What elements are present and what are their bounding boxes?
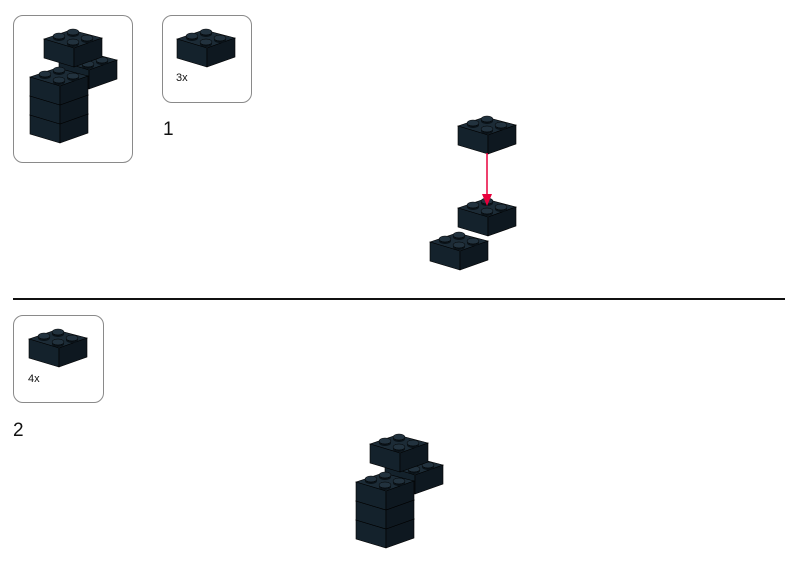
brick-right-face [385,480,415,511]
step1-new-brick [457,115,518,155]
brick-right-face [59,75,89,106]
stud [51,328,65,336]
step1-base-brick [429,231,490,271]
step-divider [13,298,785,300]
step1-part-count: 3x [176,72,188,84]
stud [66,38,80,46]
brick-2x2 [369,433,430,473]
stud [52,66,66,74]
stud [185,32,199,40]
stud [378,481,392,489]
step2-part-count: 4x [28,373,40,385]
stud [80,34,94,42]
stud [480,207,494,215]
stud [378,437,392,445]
stud [406,439,420,447]
stud [37,332,51,340]
brick-right-face [88,59,118,90]
stud [392,433,406,441]
stud [199,38,213,46]
stud [452,231,466,239]
stud [480,125,494,133]
step2-result-model [355,433,445,549]
brick-right-face [206,37,236,68]
stud [466,119,480,127]
stud [364,475,378,483]
stud [65,334,79,342]
stud [494,121,508,129]
step1-number: 1 [163,119,174,140]
arrow-head-icon [482,194,492,206]
stud [38,70,52,78]
stud [52,32,66,40]
stud [480,115,494,123]
stud [52,76,66,84]
brick-right-face [73,37,103,68]
step2-number: 2 [13,420,24,441]
stud [378,471,392,479]
stud [213,34,227,42]
stud [452,241,466,249]
brick-right-face [459,240,489,271]
stud [466,237,480,245]
stud [51,338,65,346]
brick-right-face [414,464,444,495]
brick-2x2 [43,28,104,68]
brick-right-face [487,124,517,155]
stud [466,201,480,209]
step1-part-brick [176,28,237,68]
brick-right-face [58,337,88,368]
brick-2x2 [29,66,90,106]
stud [392,477,406,485]
stud [392,443,406,451]
step2-part-brick [28,328,89,368]
stud [494,203,508,211]
stud [66,72,80,80]
stud [438,235,452,243]
submodel-preview [29,28,119,144]
stud [66,28,80,36]
step1-placed-brick [457,197,518,237]
brick-right-face [487,206,517,237]
brick-2x2 [355,471,416,511]
stud [199,28,213,36]
brick-right-face [399,442,429,473]
